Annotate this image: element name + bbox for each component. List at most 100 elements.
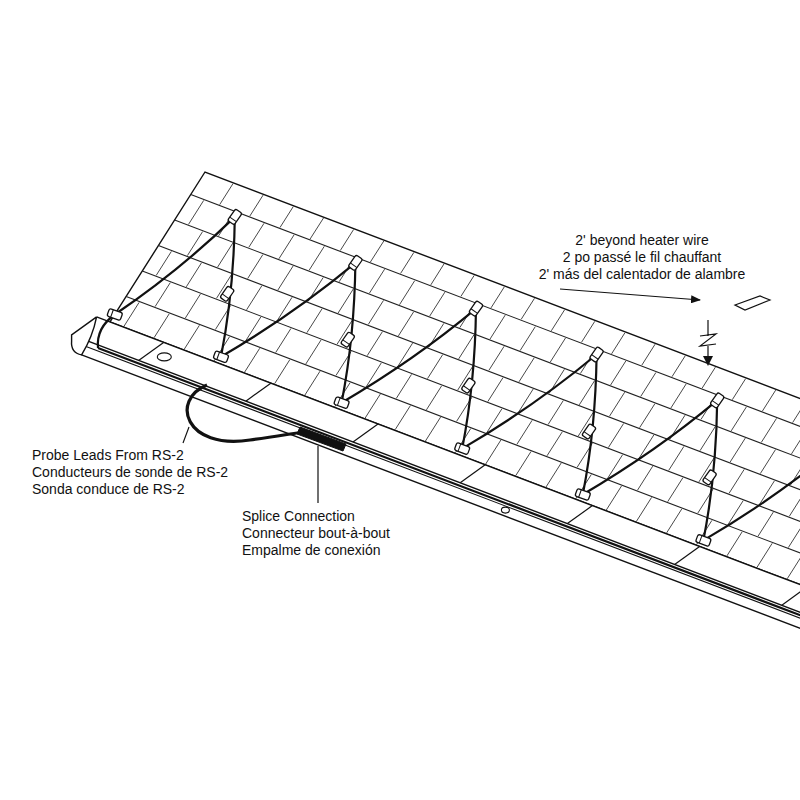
- clip-slot: [230, 217, 237, 222]
- shingle-joint: [338, 289, 353, 313]
- shingle-joint: [425, 417, 440, 441]
- leader-line: [183, 427, 189, 443]
- callout-label: Empalme de conexión: [240, 542, 383, 559]
- clip-body: [702, 469, 717, 485]
- shingle-joint: [519, 358, 534, 382]
- shingle-joint: [431, 264, 444, 285]
- shingle-joint: [307, 309, 322, 333]
- cable-clip: [228, 209, 243, 225]
- shingle-joint: [611, 361, 626, 385]
- clip-slot: [463, 386, 470, 391]
- cable-clip: [469, 301, 484, 317]
- gutter-bottom: [82, 355, 800, 641]
- cable-clip: [461, 378, 476, 394]
- gutter-back-edge: [97, 317, 800, 603]
- shingle-joint: [516, 452, 531, 476]
- shingle-joint: [731, 407, 746, 431]
- shingle-joint: [461, 275, 474, 296]
- clip-body: [341, 332, 356, 348]
- shingle-joint: [306, 340, 321, 364]
- shingle-joint: [426, 386, 441, 410]
- cable-clip: [220, 286, 235, 302]
- probe-lead: [187, 385, 305, 441]
- callout-label: Sonda conduce de RS-2: [30, 481, 187, 498]
- splice-connector: [297, 427, 346, 451]
- shingle-joint: [700, 427, 715, 451]
- callout-label: Splice Connection: [240, 508, 357, 525]
- shingle-joint: [310, 218, 323, 239]
- shingle-joint: [638, 466, 653, 490]
- shingle-joint: [727, 532, 742, 556]
- shingle-joint: [671, 384, 686, 408]
- shingle-joint: [757, 543, 772, 567]
- shingle-joint: [548, 401, 563, 425]
- shingle-joint: [189, 200, 204, 224]
- shingle-joint: [280, 207, 293, 228]
- cable-clip: [702, 469, 717, 485]
- cable-clip: [334, 397, 350, 409]
- clip-body: [589, 346, 604, 362]
- shingle-joint: [789, 492, 800, 516]
- shingle-joint: [642, 344, 655, 365]
- cable-clip: [582, 423, 597, 439]
- heater-cable-loop: [115, 217, 800, 586]
- shingle-joint: [428, 355, 443, 379]
- shingle-joint: [155, 283, 170, 307]
- shingle-course: [175, 220, 800, 501]
- shingle-joint: [309, 246, 324, 270]
- clip-body: [228, 209, 243, 225]
- shingle-joint: [276, 329, 291, 353]
- roof-edge-detail: [735, 296, 770, 310]
- shingle-joint: [249, 223, 264, 247]
- clip-body: [454, 442, 470, 454]
- gutter-hanger: [246, 383, 271, 401]
- clip-body: [213, 351, 229, 363]
- shingle-joint: [369, 269, 384, 293]
- shingle-joint: [762, 390, 775, 411]
- clip-body: [461, 378, 476, 394]
- cable-clips: [107, 209, 800, 593]
- leader-line: [317, 446, 318, 503]
- shingle-joint: [550, 338, 565, 362]
- clip-body: [107, 308, 123, 320]
- dimension-arrow: [560, 289, 700, 300]
- clip-body: [220, 286, 235, 302]
- cable-clip: [589, 346, 604, 362]
- shingle-joint: [788, 524, 800, 548]
- shingle-joint: [185, 294, 200, 318]
- shingle-joint: [156, 251, 171, 275]
- clip-slot: [350, 263, 357, 268]
- shingle-joint: [340, 230, 353, 251]
- shingle-course: [126, 297, 800, 578]
- shingle-joint: [760, 450, 775, 474]
- shingle-joint: [367, 332, 382, 356]
- shingle-joint: [400, 281, 415, 305]
- shingle-joint: [247, 286, 262, 310]
- clip-body: [348, 255, 363, 271]
- clip-slot: [705, 478, 712, 483]
- heater-cable-drop: [98, 315, 115, 349]
- callout-label: 2' beyond heater wire: [573, 232, 710, 249]
- shingle-joint: [245, 348, 260, 372]
- cable-clip: [575, 488, 591, 500]
- shingle-joint: [278, 266, 293, 290]
- shingle-course: [191, 195, 800, 476]
- shingle-joint: [521, 298, 534, 319]
- shingle-joint: [486, 440, 501, 464]
- gutter-hanger: [567, 506, 592, 524]
- shingle-joint: [732, 379, 745, 400]
- shingle-joint: [250, 195, 263, 216]
- gutter-hanger: [353, 424, 378, 442]
- callout-label: Connecteur bout-à-bout: [240, 525, 392, 542]
- shingle-joint: [636, 497, 651, 521]
- shingle-joint: [488, 378, 503, 402]
- shingle-joint: [370, 241, 383, 262]
- shingle-joint: [792, 430, 800, 454]
- shingle-joint: [490, 315, 505, 339]
- cable-clip: [348, 255, 363, 271]
- shingle-joint: [668, 478, 683, 502]
- cable-clip: [213, 351, 229, 363]
- shingle-joint: [368, 300, 383, 324]
- shingle-joint: [787, 555, 800, 579]
